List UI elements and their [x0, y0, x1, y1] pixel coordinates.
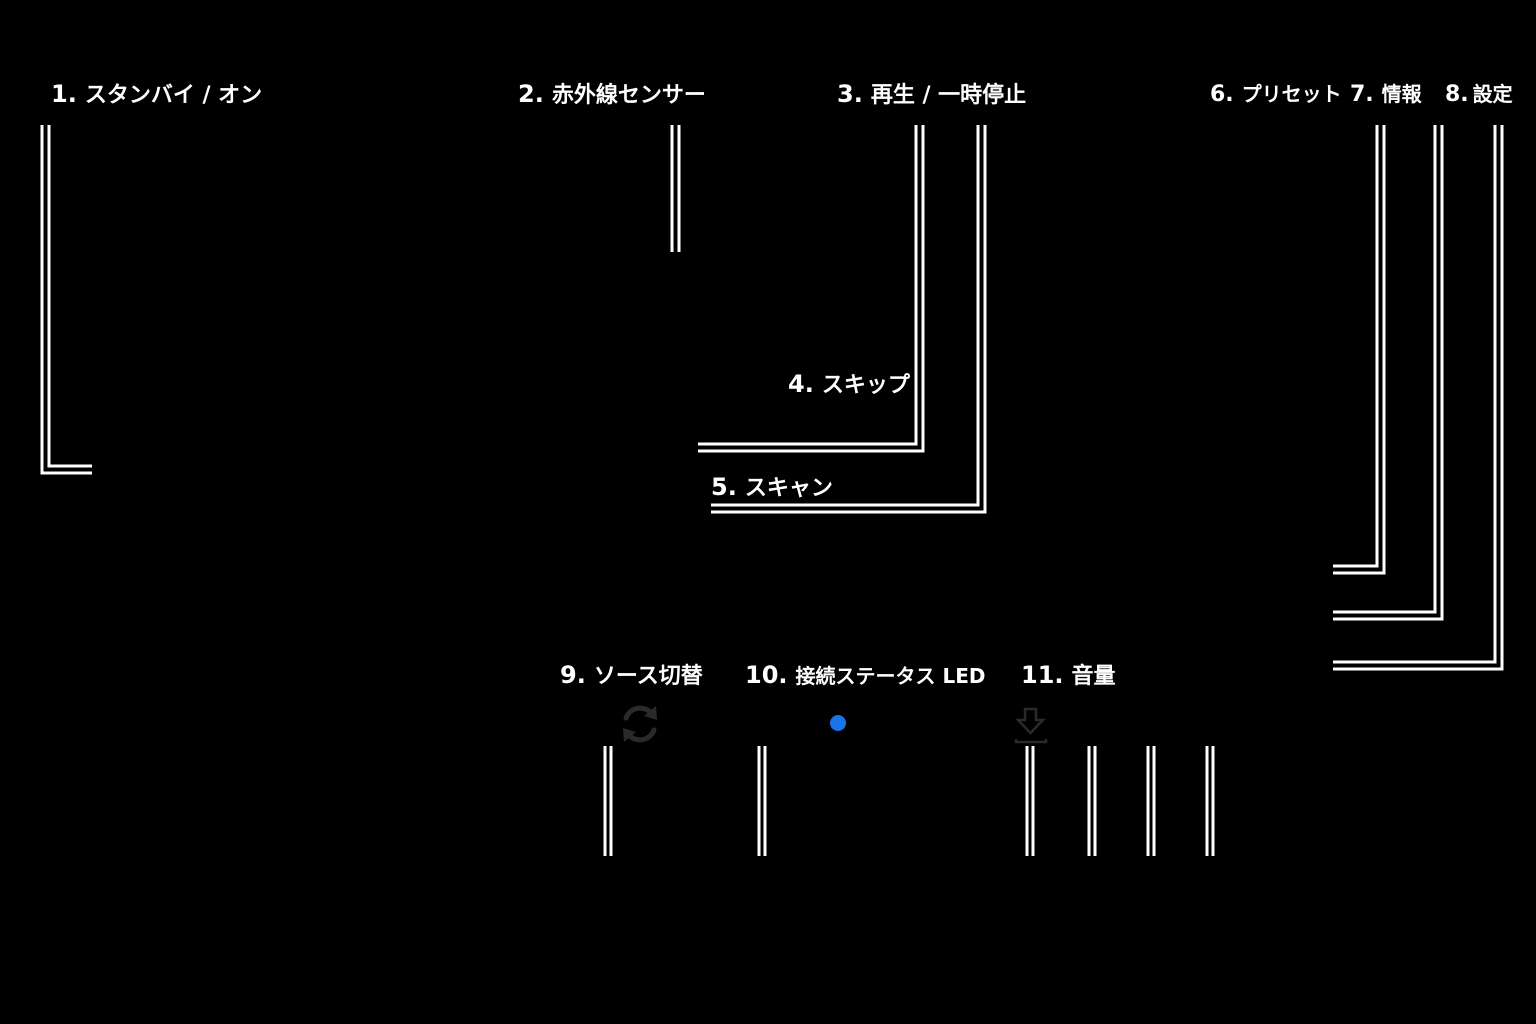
leader-settings — [1333, 125, 1497, 664]
label-standby: 1. スタンバイ / オン — [51, 82, 262, 107]
label-skip: 4. スキップ — [788, 372, 910, 397]
label-number: 7. — [1350, 82, 1374, 107]
led-dot — [830, 715, 846, 731]
label-text: スキップ — [821, 373, 910, 398]
label-scan: 5. スキャン — [711, 475, 833, 500]
label-source: 9. ソース切替 — [560, 663, 703, 688]
label-text: ソース切替 — [593, 664, 703, 689]
label-text: 情報 — [1381, 82, 1422, 106]
leader-preset — [1333, 125, 1379, 568]
leader-info — [1333, 125, 1437, 614]
label-play: 3. 再生 / 一時停止 — [837, 82, 1026, 107]
leader-standby — [40, 125, 92, 475]
label-number: 5. — [711, 473, 737, 501]
label-info: 7. 情報 — [1350, 84, 1422, 106]
leader-skip — [698, 125, 918, 446]
download-arrow-icon — [1014, 707, 1048, 744]
label-number: 2. — [518, 80, 544, 108]
label-text: 音量 — [1071, 664, 1116, 689]
label-preset: 6. プリセット — [1210, 84, 1342, 106]
leader-standby — [47, 125, 92, 468]
label-number: 9. — [560, 661, 586, 689]
label-text: スキャン — [744, 476, 833, 501]
label-number: 1. — [51, 80, 77, 108]
label-volume: 11. 音量 — [1021, 663, 1116, 688]
label-text: スタンバイ / オン — [84, 83, 263, 108]
leader-scan — [711, 125, 987, 514]
label-number: 4. — [788, 370, 814, 398]
leader-skip — [698, 125, 925, 453]
label-number: 8. — [1445, 82, 1469, 107]
leader-scan — [711, 125, 980, 507]
label-number: 3. — [837, 80, 863, 108]
leader-settings — [1333, 125, 1504, 671]
label-led: 10. 接続ステータス LED — [745, 663, 986, 687]
label-text: 再生 / 一時停止 — [870, 83, 1027, 108]
leader-info — [1333, 125, 1444, 621]
label-text: 赤外線センサー — [551, 83, 706, 108]
label-settings: 8.設定 — [1445, 84, 1513, 106]
leader-preset — [1333, 125, 1386, 575]
label-number: 11. — [1021, 661, 1064, 689]
label-text: 設定 — [1472, 82, 1513, 106]
label-ir-sensor: 2. 赤外線センサー — [518, 82, 706, 107]
label-number: 10. — [745, 661, 788, 689]
label-text: プリセット — [1241, 82, 1342, 106]
refresh-icon — [623, 705, 657, 743]
label-text: 接続ステータス LED — [795, 664, 986, 688]
label-number: 6. — [1210, 82, 1234, 107]
